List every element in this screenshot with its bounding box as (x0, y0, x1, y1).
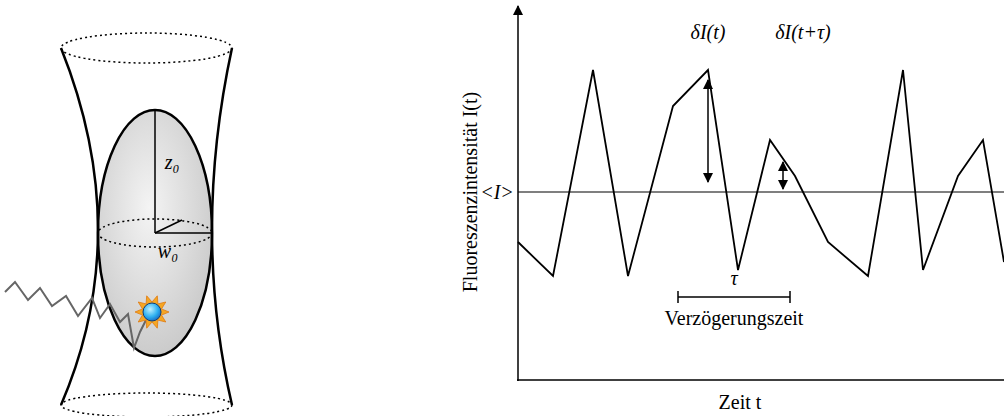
lag-bracket (678, 296, 790, 298)
w0-radius (155, 220, 182, 233)
fluctuation-arrow (707, 80, 709, 182)
diffusion-path (5, 282, 146, 348)
focal-volume (61, 33, 232, 416)
z0-radius (154, 110, 156, 233)
lag-bracket (789, 291, 791, 303)
dimension-label: z₀ (165, 151, 180, 173)
intensity-trace (518, 70, 1004, 276)
chart (517, 6, 1004, 381)
mean-line (518, 191, 1004, 192)
beam-edge (212, 48, 232, 405)
signal-label: δI(t+τ) (775, 21, 831, 43)
beam-section (61, 393, 232, 416)
fluctuation-arrow (782, 162, 784, 189)
beam-section (61, 33, 232, 63)
fluorophore (143, 303, 161, 321)
lag-label: Verzögerungszeit (665, 307, 804, 329)
signal-label: δI(t) (691, 21, 726, 43)
axis-title: Fluoreszenzintensität I(t) (459, 92, 481, 293)
emission-star (135, 296, 169, 328)
w0-radius (155, 232, 212, 234)
detection-ellipsoid (98, 110, 212, 356)
lag-symbol: τ (730, 267, 737, 289)
x-axis (517, 379, 1004, 381)
beam-edge (61, 48, 98, 405)
mean-label: <I> (480, 181, 514, 203)
dimension-label: w₀ (158, 240, 178, 262)
axis-title: Zeit t (719, 391, 762, 413)
lag-bracket (677, 291, 679, 303)
y-axis (517, 6, 519, 381)
molecule (135, 296, 169, 328)
